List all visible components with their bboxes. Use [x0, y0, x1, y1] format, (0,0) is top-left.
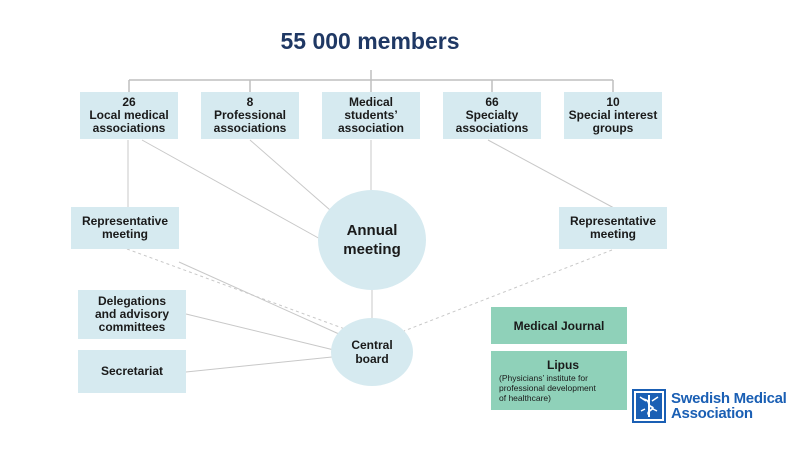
representative-meeting-left-box: Representative meeting [71, 207, 179, 249]
special-interest-groups-box: 10 Special interest groups [564, 92, 662, 139]
representative-meeting-right-box: Representative meeting [559, 207, 667, 249]
secretariat-box: Secretariat [78, 350, 186, 393]
page-title: 55 000 members [280, 28, 460, 54]
medical-students-association-box: Medical students’ association [322, 92, 420, 139]
central-board-circle: Central board [331, 318, 413, 386]
lipus-box: Lipus (Physicians’ institute for profess… [491, 351, 627, 410]
medical-journal-box: Medical Journal [491, 307, 627, 344]
caduceus-logo-icon [632, 389, 666, 423]
specialty-associations-box: 66 Specialty associations [443, 92, 541, 139]
professional-associations-box: 8 Professional associations [201, 92, 299, 139]
annual-meeting-circle: Annual meeting [318, 190, 426, 290]
swedish-medical-association-logo: Swedish Medical Association [632, 388, 800, 424]
lipus-title: Lipus [547, 358, 579, 372]
lipus-subtitle: (Physicians’ institute for professional … [499, 373, 596, 403]
medical-journal-label: Medical Journal [513, 318, 605, 333]
delegations-advisory-committees-box: Delegations and advisory committees [78, 290, 186, 339]
logo-text: Swedish Medical Association [671, 390, 787, 422]
local-medical-associations-box: 26 Local medical associations [80, 92, 178, 139]
